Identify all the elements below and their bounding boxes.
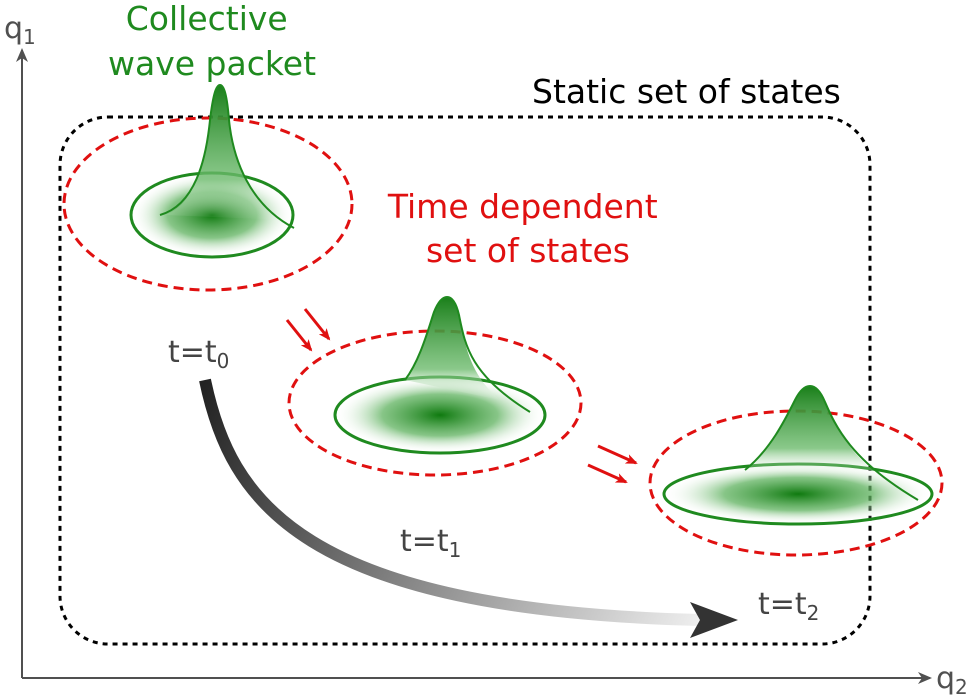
evolution-arrows-t0-t1	[285, 308, 331, 352]
collective-label: Collective wave packet	[108, 0, 316, 83]
time-dependent-set-t0	[62, 116, 354, 292]
y-axis-label: q1	[4, 11, 36, 49]
packet-peak-t1	[405, 297, 500, 400]
time-label-t2: t=t2	[758, 587, 819, 625]
static-set-box	[58, 115, 872, 646]
packet-disc-t1	[333, 375, 547, 455]
trajectory-arrow	[199, 378, 738, 638]
time-label-t1: t=t1	[400, 524, 461, 562]
trajectory-arrow-head	[690, 602, 738, 638]
wave-packet-t2	[648, 384, 944, 557]
packet-disc-t2	[662, 462, 934, 526]
time-dependent-label: Time dependent set of states	[387, 187, 668, 270]
packet-peak-t0	[165, 85, 285, 220]
time-label-t0: t=t0	[168, 335, 229, 373]
packet-profile-t1	[404, 295, 531, 413]
x-axis-label: q2	[936, 661, 968, 698]
packet-peak-t2	[745, 386, 880, 475]
static-set-label: Static set of states	[532, 72, 841, 111]
evolution-arrows-t1-t2	[587, 444, 638, 484]
packet-profile-t2	[744, 384, 919, 501]
wave-packet-t0	[62, 83, 354, 292]
wave-packet-t1	[287, 295, 583, 477]
packet-profile-t0	[159, 83, 295, 229]
